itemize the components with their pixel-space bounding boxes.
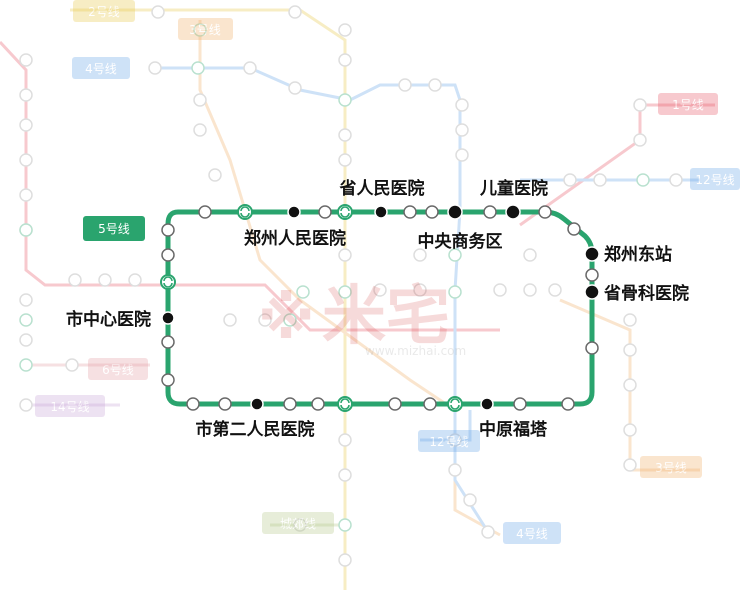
station-dot-s5[interactable] xyxy=(584,246,600,262)
station-label-s5[interactable]: 郑州东站 xyxy=(604,244,672,265)
badge-line12-south-text: 12号线 xyxy=(429,435,468,449)
badge-line4-north: 4号线 xyxy=(72,57,130,79)
line5-transfer-stations xyxy=(160,204,463,412)
badge-line6: 6号线 xyxy=(88,358,148,380)
station-dot-s8[interactable] xyxy=(250,397,264,411)
line1-east-track xyxy=(519,103,715,227)
station-label-s7[interactable]: 市中心医院 xyxy=(66,309,151,330)
station-dot-s6[interactable] xyxy=(584,284,600,300)
badge-line2-text: 2号线 xyxy=(88,5,120,19)
transfer-icon xyxy=(237,204,253,220)
line1-track xyxy=(0,40,500,332)
badge-line4-south: 4号线 xyxy=(503,522,561,544)
station-label-s9[interactable]: 中原福塔 xyxy=(479,419,548,440)
station-dot-s3[interactable] xyxy=(287,205,301,219)
badge-line14: 14号线 xyxy=(35,395,105,417)
badge-line3-south: 3号线 xyxy=(640,456,702,478)
badge-line3: 3号线 xyxy=(178,18,233,40)
station-dot-s7[interactable] xyxy=(161,311,175,325)
badge-line3-south-text: 3号线 xyxy=(655,461,687,475)
background-transfer-icons xyxy=(19,23,650,532)
station-label-s2[interactable]: 儿童医院 xyxy=(479,178,548,199)
line3b-track xyxy=(559,298,700,472)
line12b-track xyxy=(420,410,472,442)
background-network xyxy=(0,5,715,590)
watermark-symbol: ※ xyxy=(258,284,314,352)
badge-line4-south-text: 4号线 xyxy=(516,527,548,541)
other-line-badges: 2号线 3号线 4号线 1号线 12号线 6号线 14号线 12号线 4号线 3… xyxy=(35,0,740,544)
station-label-s8[interactable]: 市第二人民医院 xyxy=(196,419,315,440)
transfer-icon xyxy=(447,396,463,412)
watermark-url: www.mizhai.com xyxy=(365,344,466,358)
station-dot-s9[interactable] xyxy=(480,397,494,411)
watermark: ※ 米宅 www.mizhai.com xyxy=(258,280,466,358)
transfer-icon xyxy=(160,274,176,290)
station-label-s6[interactable]: 省骨科医院 xyxy=(603,283,689,304)
badge-chengjiao: 城郊线 xyxy=(262,512,334,534)
badge-line12-east-text: 12号线 xyxy=(695,173,734,187)
badge-line6-text: 6号线 xyxy=(102,363,134,377)
badge-chengjiao-text: 城郊线 xyxy=(280,517,316,531)
badge-line2: 2号线 xyxy=(73,0,135,22)
station-label-s4[interactable]: 中央商务区 xyxy=(418,231,503,252)
watermark-logo-text: 米宅 xyxy=(322,280,450,354)
badge-line1: 1号线 xyxy=(658,93,718,115)
station-dot-s1[interactable] xyxy=(374,205,388,219)
station-labels: 省人民医院 儿童医院 郑州人民医院 中央商务区 郑州东站 省骨科医院 市中心医院… xyxy=(66,178,689,440)
line5-badge: 5号线 xyxy=(83,216,145,241)
line3-track xyxy=(198,20,501,537)
line5-badge-text: 5号线 xyxy=(98,222,130,236)
line4-track xyxy=(150,66,492,536)
badge-line12-east: 12号线 xyxy=(690,168,740,190)
transfer-icon xyxy=(337,204,353,220)
transfer-icon xyxy=(337,396,353,412)
badge-line3-text: 3号线 xyxy=(189,23,221,37)
background-stations xyxy=(19,5,683,567)
badge-line4-north-text: 4号线 xyxy=(85,62,117,76)
badge-line14-text: 14号线 xyxy=(50,400,89,414)
station-dot-s2[interactable] xyxy=(505,204,521,220)
station-dot-s4[interactable] xyxy=(447,204,463,220)
station-label-s1[interactable]: 省人民医院 xyxy=(339,178,425,199)
line2-track xyxy=(70,8,347,590)
line5-featured-stations xyxy=(161,204,600,411)
line5-regular-stations xyxy=(161,205,599,411)
badge-line12-south: 12号线 xyxy=(418,430,480,452)
station-label-s3[interactable]: 郑州人民医院 xyxy=(244,228,346,249)
badge-line1-text: 1号线 xyxy=(672,98,704,112)
